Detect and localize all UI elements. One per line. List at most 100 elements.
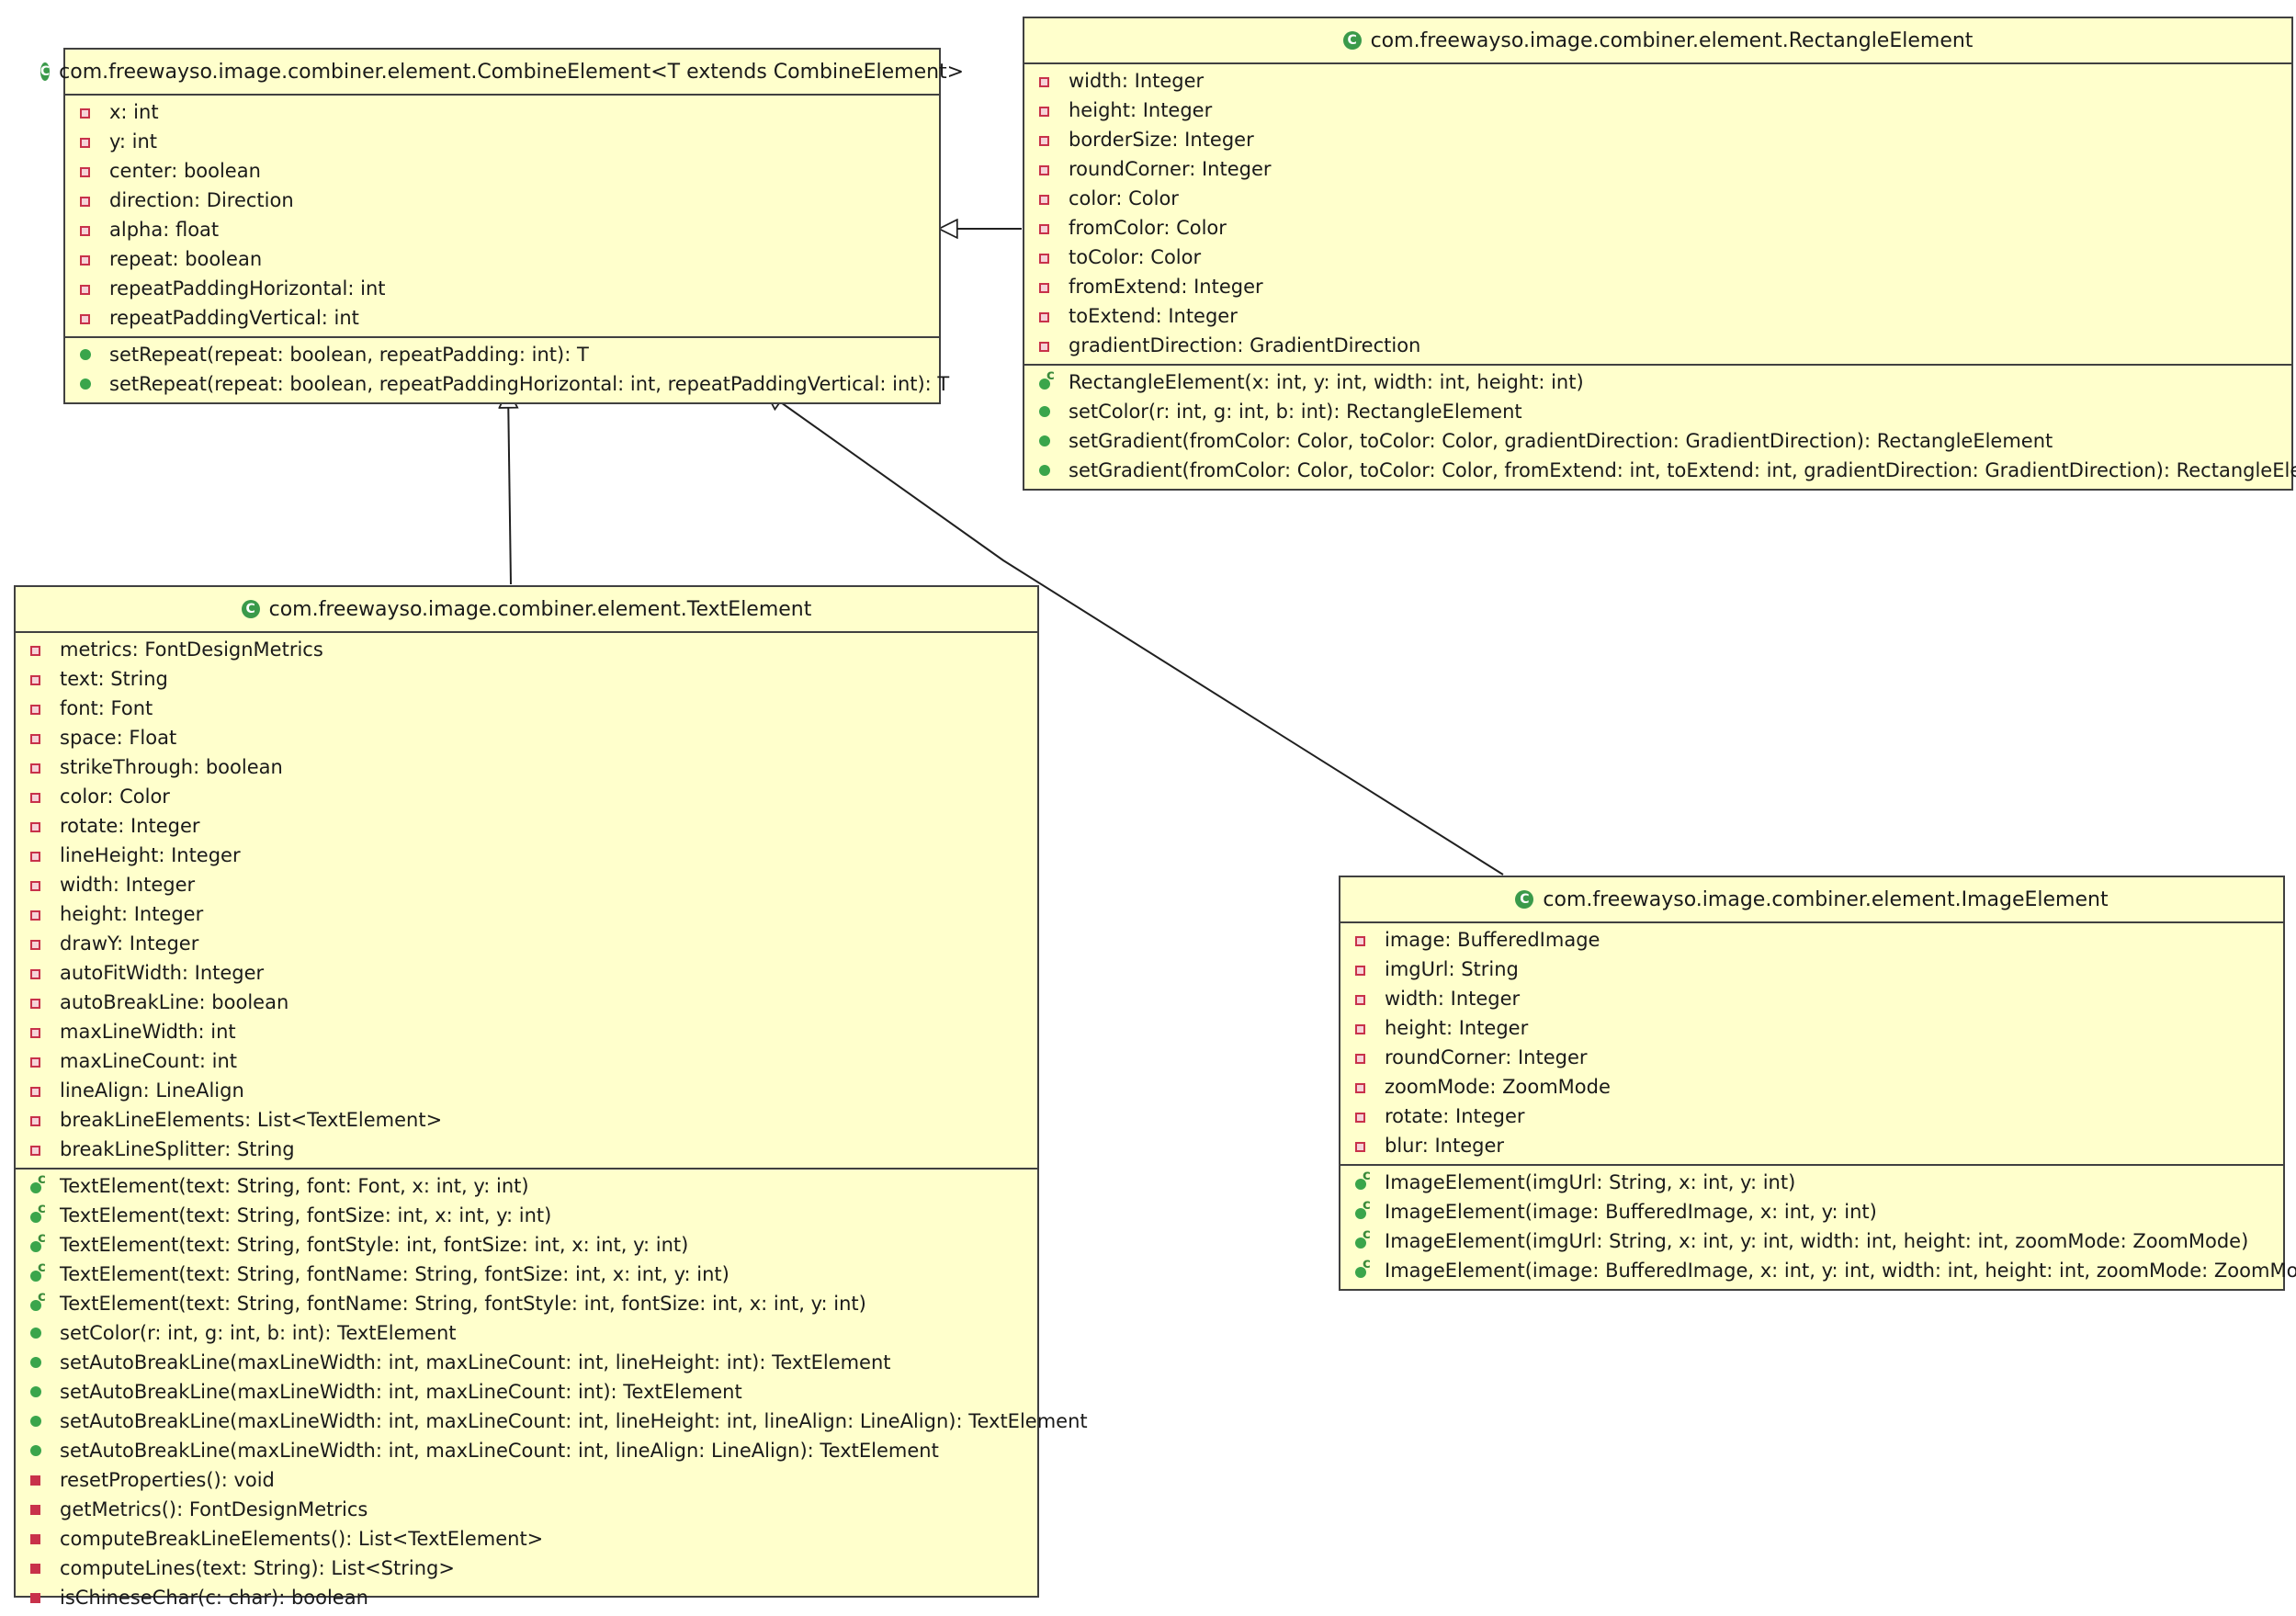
private-visibility-icon <box>1352 1043 1372 1072</box>
method-row: setColor(r: int, g: int, b: int): TextEl… <box>16 1318 1037 1348</box>
member-signature: ImageElement(imgUrl: String, x: int, y: … <box>1385 1171 1796 1193</box>
member-signature: setAutoBreakLine(maxLineWidth: int, maxL… <box>60 1410 1088 1432</box>
member-signature: TextElement(text: String, fontName: Stri… <box>60 1263 730 1285</box>
member-signature: strikeThrough: boolean <box>60 756 283 778</box>
field-row: repeat: boolean <box>65 244 939 274</box>
class-icon: C <box>1342 31 1362 50</box>
member-signature: color: Color <box>60 785 170 808</box>
field-row: color: Color <box>1024 184 2291 213</box>
member-signature: setRepeat(repeat: boolean, repeatPadding… <box>109 373 950 395</box>
member-signature: height: Integer <box>1069 99 1213 121</box>
field-row: breakLineElements: List<TextElement> <box>16 1105 1037 1135</box>
member-signature: toColor: Color <box>1069 246 1202 268</box>
private-visibility-icon <box>76 244 96 274</box>
private-visibility-icon <box>76 156 96 186</box>
private-visibility-icon <box>27 929 47 958</box>
constructor-row: TextElement(text: String, font: Font, x:… <box>16 1164 1037 1201</box>
class-text-element[interactable]: C com.freewayso.image.combiner.element.T… <box>14 585 1088 1609</box>
member-signature: setGradient(fromColor: Color, toColor: C… <box>1069 459 2296 481</box>
constructor-row: RectangleElement(x: int, y: int, width: … <box>1024 360 2291 397</box>
class-name: com.freewayso.image.combiner.element.Rec… <box>1370 28 1974 52</box>
method-row: isChineseChar(c: char): boolean <box>16 1583 1037 1612</box>
member-signature: setAutoBreakLine(maxLineWidth: int, maxL… <box>60 1381 742 1403</box>
private-visibility-icon <box>1035 272 1056 301</box>
private-visibility-icon <box>27 811 47 841</box>
field-row: text: String <box>16 664 1037 694</box>
method-row: setAutoBreakLine(maxLineWidth: int, maxL… <box>16 1407 1088 1436</box>
field-row: maxLineWidth: int <box>16 1017 1037 1046</box>
private-method-visibility-icon <box>27 1554 47 1583</box>
private-visibility-icon <box>76 127 96 156</box>
member-signature: gradientDirection: GradientDirection <box>1069 334 1421 356</box>
class-name: com.freewayso.image.combiner.element.Ima… <box>1543 887 2109 911</box>
member-signature: borderSize: Integer <box>1069 129 1254 151</box>
private-visibility-icon <box>27 870 47 899</box>
private-visibility-icon <box>76 186 96 215</box>
field-row: height: Integer <box>1024 96 2291 125</box>
field-row: gradientDirection: GradientDirection <box>1024 331 2291 360</box>
method-row: computeLines(text: String): List<String> <box>16 1554 1037 1583</box>
member-signature: setGradient(fromColor: Color, toColor: C… <box>1069 430 2053 452</box>
member-signature: ImageElement(image: BufferedImage, x: in… <box>1385 1260 2296 1282</box>
ctor-visibility-icon <box>1352 1219 1372 1256</box>
member-signature: roundCorner: Integer <box>1069 158 1272 180</box>
private-visibility-icon <box>1352 955 1372 984</box>
class-combine-element[interactable]: C com.freewayso.image.combiner.element.C… <box>40 48 964 404</box>
private-visibility-icon <box>1035 125 1056 154</box>
public-visibility-icon <box>27 1377 47 1407</box>
private-visibility-icon <box>27 635 47 664</box>
public-visibility-icon <box>76 369 96 399</box>
member-signature: color: Color <box>1069 187 1179 209</box>
private-visibility-icon <box>1035 96 1056 125</box>
field-row: repeatPaddingVertical: int <box>65 303 939 333</box>
member-signature: image: BufferedImage <box>1385 929 1600 951</box>
private-method-visibility-icon <box>27 1495 47 1524</box>
ctor-visibility-icon <box>27 1223 47 1260</box>
field-row: center: boolean <box>65 156 939 186</box>
private-visibility-icon <box>27 988 47 1017</box>
field-row: blur: Integer <box>1340 1131 2283 1160</box>
class-header: C com.freewayso.image.combiner.element.T… <box>16 587 1037 633</box>
class-icon: C <box>1515 890 1534 909</box>
field-row: lineHeight: Integer <box>16 841 1037 870</box>
field-row: color: Color <box>16 782 1037 811</box>
private-visibility-icon <box>27 958 47 988</box>
private-visibility-icon <box>27 1135 47 1164</box>
field-row: image: BufferedImage <box>1340 925 2283 955</box>
method-row: setGradient(fromColor: Color, toColor: C… <box>1024 456 2296 485</box>
member-signature: height: Integer <box>60 903 204 925</box>
private-visibility-icon <box>27 1105 47 1135</box>
private-visibility-icon <box>1035 184 1056 213</box>
private-visibility-icon <box>27 723 47 752</box>
member-signature: breakLineSplitter: String <box>60 1138 295 1160</box>
member-signature: toExtend: Integer <box>1069 305 1238 327</box>
member-signature: height: Integer <box>1385 1017 1529 1039</box>
private-visibility-icon <box>1035 243 1056 272</box>
public-visibility-icon <box>1035 456 1056 485</box>
class-rectangle-element[interactable]: C com.freewayso.image.combiner.element.R… <box>1023 17 2296 491</box>
method-row: computeBreakLineElements(): List<TextEle… <box>16 1524 1037 1554</box>
private-visibility-icon <box>27 782 47 811</box>
member-signature: isChineseChar(c: char): boolean <box>60 1587 368 1609</box>
class-header: C com.freewayso.image.combiner.element.I… <box>1340 877 2283 923</box>
constructor-row: ImageElement(imgUrl: String, x: int, y: … <box>1340 1160 2283 1197</box>
member-signature: imgUrl: String <box>1385 958 1519 980</box>
field-row: width: Integer <box>1024 66 2291 96</box>
class-icon: C <box>241 600 260 618</box>
class-name: com.freewayso.image.combiner.element.Tex… <box>268 597 812 621</box>
class-image-element[interactable]: C com.freewayso.image.combiner.element.I… <box>1339 876 2296 1291</box>
member-signature: direction: Direction <box>109 189 294 211</box>
field-row: width: Integer <box>16 870 1037 899</box>
field-row: direction: Direction <box>65 186 939 215</box>
member-signature: repeatPaddingHorizontal: int <box>109 277 386 299</box>
private-visibility-icon <box>1352 984 1372 1013</box>
method-row: setGradient(fromColor: Color, toColor: C… <box>1024 426 2291 456</box>
ctor-visibility-icon <box>27 1282 47 1318</box>
member-signature: center: boolean <box>109 160 261 182</box>
ctor-visibility-icon <box>1352 1190 1372 1226</box>
field-row: strikeThrough: boolean <box>16 752 1037 782</box>
field-row: fromExtend: Integer <box>1024 272 2291 301</box>
